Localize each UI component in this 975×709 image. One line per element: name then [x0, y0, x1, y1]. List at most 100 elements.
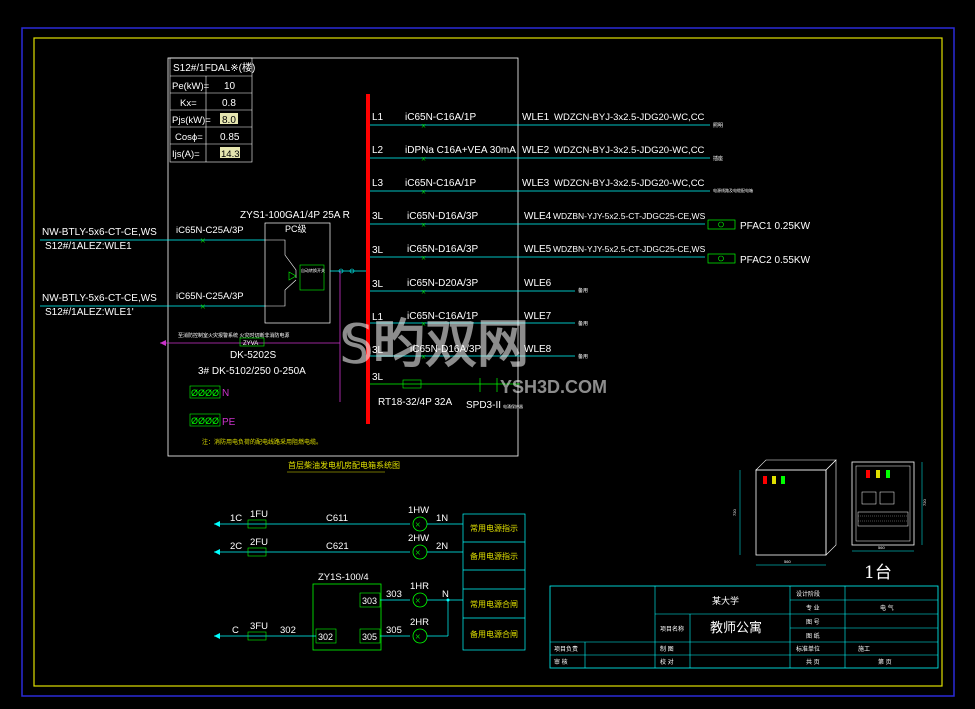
dk-module-1: DK-5202S [230, 350, 276, 361]
outgoing-circuit: WLE1 [522, 112, 550, 123]
outgoing-switch-symbol: × [421, 319, 426, 329]
incoming-1-switch-symbol: × [200, 236, 206, 247]
outgoing-breaker: iC65N-D20A/3P [407, 278, 478, 289]
param-title: S12#/1FDAL※(楼) [173, 61, 255, 74]
control-circuit: 1C 1FU C611 × 1HW 1N 2C 2FU C621 × 2HW 2… [214, 505, 526, 651]
ctrl-fuse-2: 2FU [250, 537, 268, 548]
ctrl-wire-1: C611 [326, 513, 348, 524]
relay-pin-305: 305 [362, 632, 377, 642]
outer-frame-blue [21, 27, 955, 697]
spd-fuse: RT18-32/4P 32A [378, 397, 452, 408]
outgoing-breaker: iC65N-C16A/1P [405, 112, 476, 123]
svg-text:×: × [415, 596, 421, 607]
outgoing-breaker: iDPNa C16A+VEA 30mA [405, 145, 516, 156]
main-busbar [366, 94, 370, 424]
ctrl-hr2: 2HR [410, 617, 429, 628]
outgoing-circuit: WLE8 [524, 344, 552, 355]
ctrl-desc-3: 常用电源合闸 [470, 599, 518, 609]
outgoing-row: 3L iC65N-D16A/3P × WLE8 备用 [370, 344, 588, 362]
relay-pin-303: 303 [362, 596, 377, 606]
dk-module-2: 3# DK-5102/250 0-250A [198, 366, 306, 377]
outgoing-phase: 3L [372, 372, 384, 383]
outgoing-row: L2 iDPNa C16A+VEA 30mA × WLE2 WDZCN-BYJ-… [370, 145, 723, 164]
outgoing-cable: WDZBN-YJY-5x2.5-CT-JDGC25-CE,WS [553, 244, 706, 254]
incoming-2-breaker: iC65N-C25A/3P [176, 291, 244, 302]
outgoing-phase: 3L [372, 345, 384, 356]
parameter-table: S12#/1FDAL※(楼) Pe(kW)= 10 Kx= 0.8 Pjs(kW… [169, 57, 255, 163]
param-label-kx: Kx= [180, 98, 197, 109]
relay-box [312, 583, 382, 651]
footnote: 注：消防用电负荷的配电线路采用阻燃电缆。 [202, 438, 322, 446]
tb-project-label: 项目名称 [660, 625, 684, 633]
outgoing-cable: WDZCN-BYJ-3x2.5-JDG20-WC,CC [554, 112, 705, 123]
inner-frame-yellow [33, 37, 943, 687]
outgoing-switch-symbol: × [421, 121, 426, 131]
tb-r5: 标准单位 [796, 645, 820, 653]
incoming-2-source: S12#/1ALEZ:WLE1' [45, 307, 134, 318]
outgoing-breaker: iC65N-D16A/3P [407, 244, 478, 255]
outgoing-row: 3L iC65N-D20A/3P × WLE6 备用 [370, 278, 588, 297]
outgoing-row: 3L iC65N-D16A/3P × WLE4 WDZBN-YJY-5x2.5-… [370, 211, 811, 232]
ctrl-desc-4: 备用电源合闸 [470, 629, 518, 639]
outgoing-circuit: WLE5 [524, 244, 552, 255]
outgoing-use: 插座 [713, 155, 723, 162]
ctrl-out-1: 1N [436, 513, 448, 524]
control-desc-table [462, 513, 526, 651]
relay-pin-302: 302 [318, 632, 333, 642]
param-label-cos: Cosϕ= [175, 132, 203, 143]
watermark-brand: 𝕊昀双网 [340, 316, 529, 374]
cabinet-dim-w: 560 [784, 559, 791, 564]
tb-r1: 设计阶段 [796, 590, 820, 598]
outgoing-use: 备用 [578, 320, 588, 327]
outgoing-cable: WDZCN-BYJ-3x2.5-JDG20-WC,CC [554, 145, 705, 156]
watermark-url: YSH3D.COM [500, 377, 607, 397]
outgoing-phase: 3L [372, 245, 384, 256]
ctrl-c-node: C [232, 625, 239, 636]
incoming-1-cable: NW-BTLY-5x6-CT-CE,WS [42, 227, 157, 238]
spd-row: 3L RT18-32/4P 32A SPD3-II 电涌保护器 [370, 372, 523, 411]
tb-m2: 校 对 [660, 658, 674, 666]
outgoing-breaker: iC65N-D16A/3P [407, 211, 478, 222]
ctrl-hr1: 1HR [410, 581, 429, 592]
ctrl-c-wire: 302 [280, 625, 296, 636]
tb-r2: 专 业 [806, 604, 820, 612]
outgoing-load: PFAC1 0.25KW [740, 221, 811, 232]
cabinet-dim-h: 720 [732, 509, 737, 516]
outgoing-circuits: L1 iC65N-C16A/1P × WLE1 WDZCN-BYJ-3x2.5-… [370, 112, 811, 411]
outgoing-use: 电源线路及电缆配电箱 [713, 187, 753, 193]
watermark: 𝕊昀双网 YSH3D.COM [340, 316, 607, 397]
outgoing-row: L3 iC65N-C16A/1P × WLE3 WDZCN-BYJ-3x2.5-… [370, 178, 753, 197]
tb-r4: 图 纸 [806, 632, 820, 640]
outgoing-use: 备用 [578, 287, 588, 294]
title-block: 某大学 项目名称 教师公寓 设计阶段 专 业 电 气 图 号 图 纸 标准单位 … [549, 585, 939, 669]
outgoing-phase: L2 [372, 145, 384, 156]
svg-text:×: × [415, 520, 421, 531]
n-terminal-slots: ØØØØ [191, 388, 219, 398]
cabinet-front-view: 720 560 [732, 459, 837, 566]
ctrl-w305: 305 [386, 625, 402, 636]
ctrl-wire-2: C621 [326, 541, 349, 552]
outgoing-breaker: iC65N-C16A/1P [405, 178, 476, 189]
param-value-kx: 0.8 [222, 98, 236, 109]
outgoing-switch-symbol: × [421, 287, 426, 297]
ctrl-n-node: N [442, 589, 449, 600]
outgoing-circuit: WLE7 [524, 311, 552, 322]
relay-model: ZY1S-100/4 [318, 572, 369, 583]
incoming-2-switch-symbol: × [200, 302, 206, 313]
fire-alarm-note: 至消防控制室火灾报警系统 火灾时切断非消防电源 [178, 332, 289, 339]
ctrl-node-2: 2C [230, 541, 242, 552]
outgoing-row: L1 iC65N-C16A/1P × WLE1 WDZCN-BYJ-3x2.5-… [370, 112, 723, 131]
ctrl-node-1: 1C [230, 513, 242, 524]
outgoing-phase: L1 [372, 312, 384, 323]
pe-terminal: ØØØØ PE [189, 413, 236, 428]
tb-project-name: 教师公寓 [710, 620, 762, 635]
outgoing-circuit: WLE6 [524, 278, 552, 289]
ats-inner-text: 自动转换开关 [301, 267, 325, 273]
ctrl-w303: 303 [386, 589, 402, 600]
param-label-ijs: Ijs(A)= [172, 149, 200, 160]
svg-text:×: × [415, 632, 421, 643]
fire-alarm-link: 至消防控制室火灾报警系统 火灾时切断非消防电源 ZYVA [160, 271, 341, 402]
param-label-pe: Pe(kW)= [172, 81, 210, 92]
outgoing-use: 备用 [578, 353, 588, 360]
